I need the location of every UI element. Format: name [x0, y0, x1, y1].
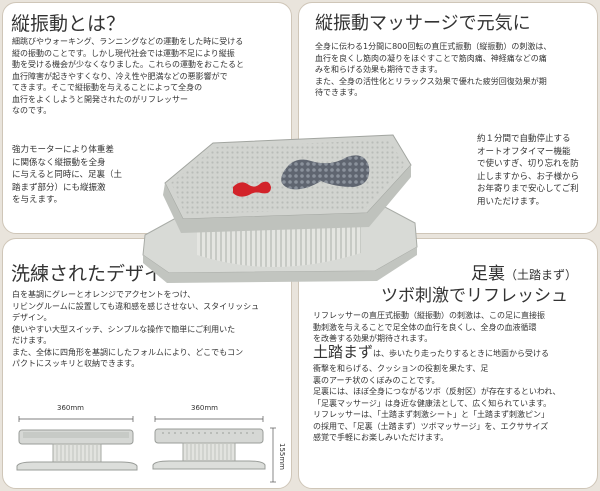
side-view-figure: 360mm 155mm — [149, 404, 289, 484]
auto-off-note: 約１分間で自動停止する オートオフタイマー機能 で使いすぎ、切り忘れを防 止しま… — [477, 134, 580, 207]
heading-vibration-massage: 縦振動マッサージで元気に — [315, 13, 531, 34]
front-view-illustration — [16, 416, 138, 471]
heading-sole: 足裏（土踏まず） — [471, 264, 578, 284]
height-dimension-line — [270, 427, 276, 483]
height-dimension: 155mm — [278, 443, 286, 470]
width-dimension-b: 360mm — [191, 404, 218, 412]
front-view-figure: 360mm — [13, 404, 141, 484]
heading-refresh: ツボ刺激でリフレッシュ — [381, 286, 568, 306]
motor-note: 強力モーターにより体重差 に関係なく縦振動を全身 に与えると同時に、足裏（土 踏… — [12, 145, 122, 205]
term-tsuchifumazu: 土踏まず — [313, 343, 374, 361]
body-vibration-massage: 全身に伝わる1分間に800回転の直圧式振動（縦振動）の刺激は、 血行を良くし筋肉… — [315, 42, 552, 97]
heading-what-is-vertical-vibration: 縦振動とは？ — [11, 13, 126, 35]
panel-sole-pressure: 足裏（土踏まず） ツボ刺激でリフレッシュ リフレッサーの直圧式振動（縦振動）の刺… — [298, 238, 598, 489]
panel-vibration-massage: 縦振動マッサージで元気に 全身に伝わる1分間に800回転の直圧式振動（縦振動）の… — [298, 2, 598, 234]
refresher-product-image — [142, 134, 418, 283]
body-design: 白を基調にグレーとオレンジでアクセントをつけ、 リビングルームに設置しても違和感… — [12, 290, 260, 368]
body-sole-a: リフレッサーの直圧式振動（縦振動）の刺激は、この足に直接振 動刺激を与えることで… — [313, 311, 545, 343]
body-sole-b: 衝撃を和らげる、クッションの役割を果たす、足 裏のアーチ状のくぼみのことです。 … — [313, 364, 561, 442]
side-view-illustration — [152, 416, 266, 470]
width-dimension-a: 360mm — [57, 404, 84, 412]
heading-design: 洗練されたデザイン — [11, 263, 183, 285]
tsuchifumazu-definition: 土踏まずは、歩いたり走ったりするときに地面から受ける — [313, 343, 550, 361]
panel-what-is-vertical-vibration: 縦振動とは？ 細跳びやウォーキング、ランニングなどの運動をした時に受ける 縦の振… — [2, 2, 292, 234]
body-what-is-vertical-vibration: 細跳びやウォーキング、ランニングなどの運動をした時に受ける 縦の振動のことです。… — [12, 37, 244, 115]
